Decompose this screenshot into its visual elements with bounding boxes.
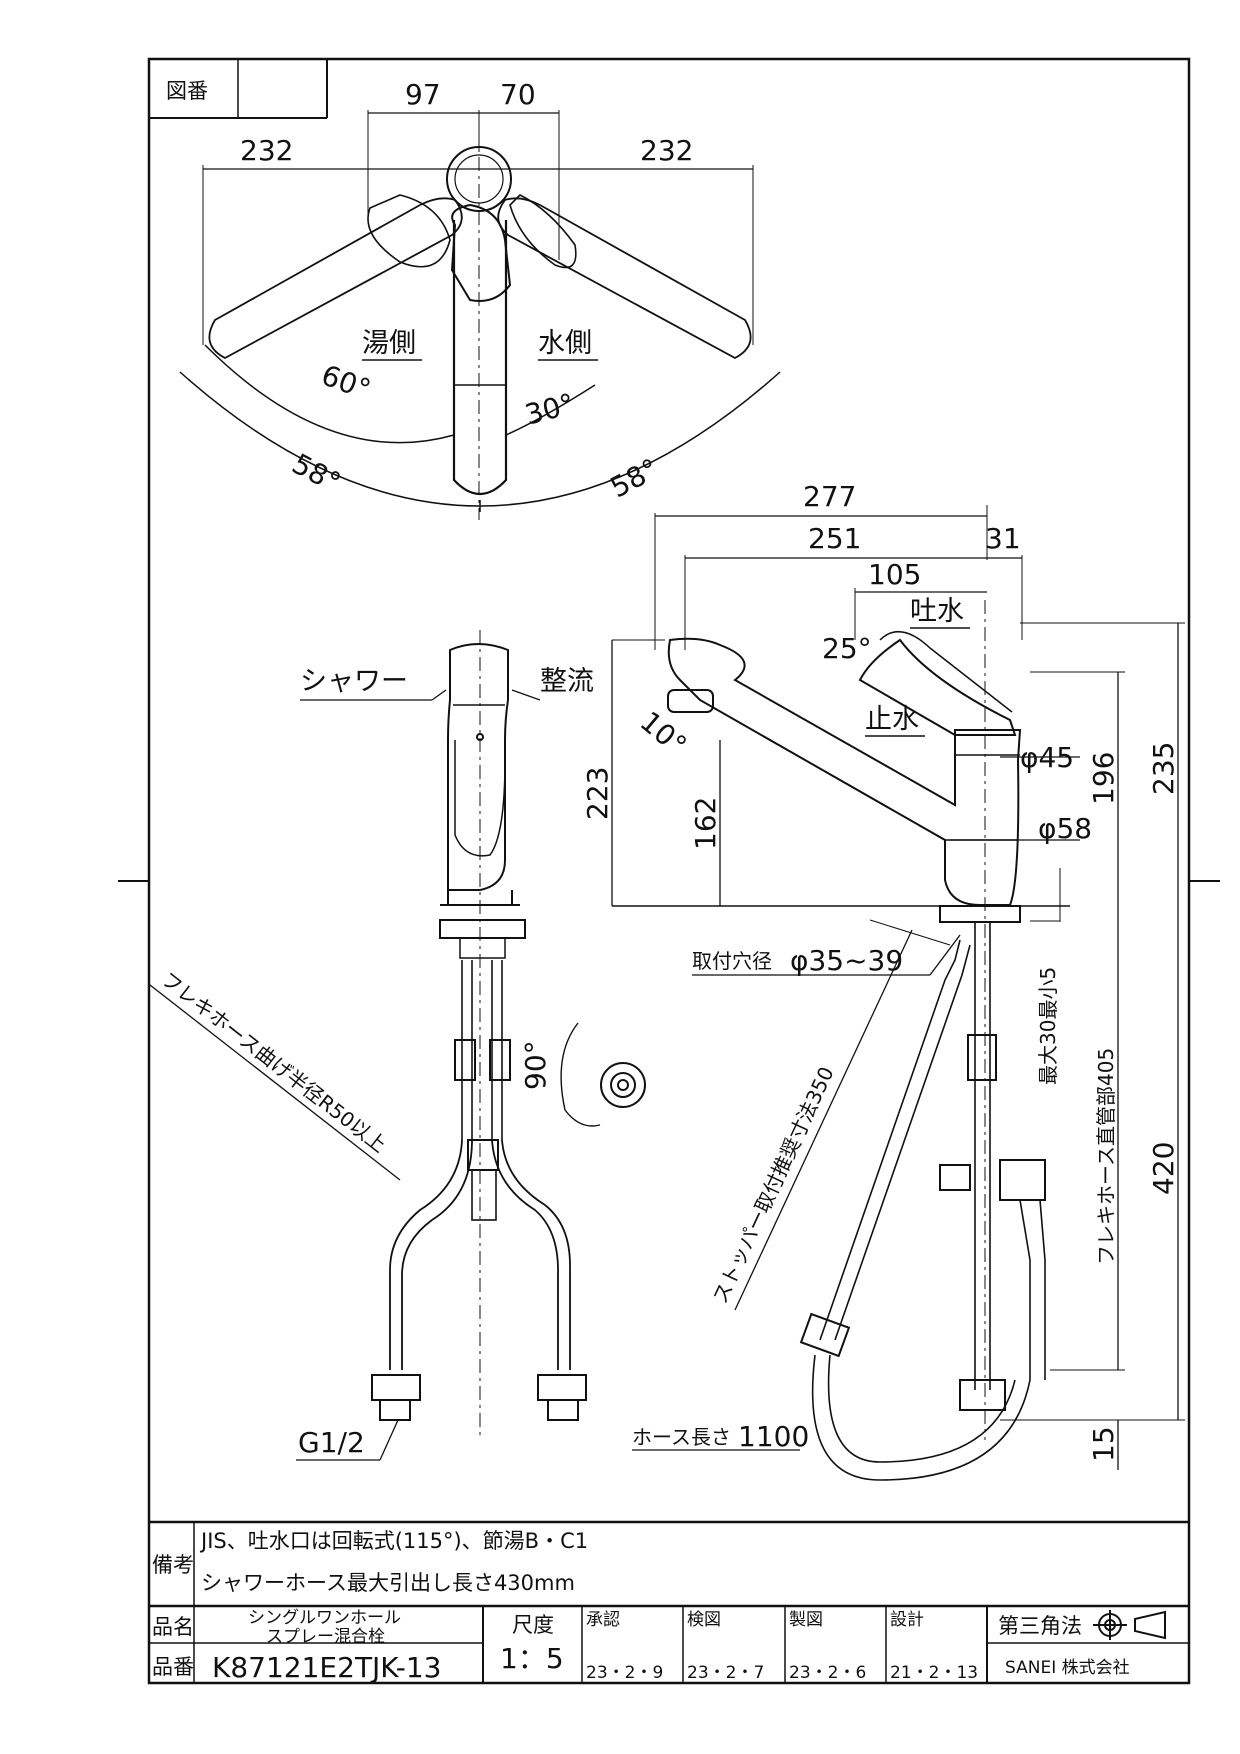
shonin-date: 23・2・9 [586,1663,663,1683]
flex-straight-405: フレキホース直管部405 [1094,1048,1118,1265]
label-tosui: 吐水 [910,596,964,627]
angle-10: 10° [634,705,693,762]
biko-label: 備考 [152,1553,194,1577]
mount-hole-value: φ35~39 [790,944,903,977]
kenzu-date: 23・2・7 [687,1663,764,1683]
hose-length-label: ホース長さ [632,1425,731,1449]
hose-bend-radius: フレキホース曲げ半径R50以上 [157,967,391,1157]
dim-97: 97 [405,78,441,111]
biko-line2: シャワーホース最大引出し長さ430mm [201,1571,575,1595]
top-view [179,110,781,520]
mount-hole-label: 取付穴径 [692,949,772,973]
dim-162: 162 [689,797,722,850]
angle-60: 60° [317,358,375,406]
hose-length-value: 1100 [738,1420,809,1453]
dim-70: 70 [500,78,536,111]
front-view [149,630,646,1461]
dim-31: 31 [985,522,1021,555]
dia-45: φ45 [1020,741,1074,774]
dim-105: 105 [868,558,921,591]
company-name: SANEI 株式会社 [1005,1658,1130,1678]
dim-235: 235 [1147,742,1180,795]
dim-420: 420 [1147,1142,1180,1195]
seizu-date: 23・2・6 [789,1663,866,1683]
hinmei-label: 品名 [152,1615,194,1639]
stopper-dim-350: ストッパー取付推奨寸法350 [708,1063,839,1307]
angle-25: 25° [822,632,872,665]
angle-90: 90° [519,1040,552,1090]
shakudo-label: 尺度 [512,1613,554,1637]
angle-30: 30° [522,387,578,432]
kenzu-label: 検図 [687,1610,721,1630]
label-shisui: 止水 [865,704,919,735]
label-cold-side: 水側 [538,328,592,359]
label-seiryu: 整流 [540,666,594,697]
sekkei-date: 21・2・13 [890,1663,978,1683]
dia-58: φ58 [1038,812,1092,845]
label-hot-side: 湯側 [362,328,416,359]
dim-223: 223 [581,767,614,820]
dim-15: 15 [1087,1426,1120,1462]
hinban-label: 品番 [152,1655,194,1679]
dim-232-left: 232 [240,134,293,167]
shakudo-value: 1：5 [500,1642,564,1675]
side-view [611,505,1185,1481]
dim-232-right: 232 [640,134,693,167]
zuban-label: 図番 [166,79,208,103]
shonin-label: 承認 [586,1610,620,1630]
dim-196: 196 [1087,752,1120,805]
third-angle-projection-icon [1093,1610,1166,1640]
drawing-frame [118,57,1220,1685]
max30-min15: 最大30最小5 [1036,967,1060,1085]
hinmei-line2: スプレー混合栓 [266,1627,385,1647]
label-shower: シャワー [300,666,408,697]
dim-251: 251 [808,522,861,555]
title-block [149,1520,1189,1683]
dim-277: 277 [803,480,856,513]
hinmei-line1: シングルワンホール [248,1608,401,1628]
thread-g12: G1/2 [298,1426,365,1459]
biko-line1: JIS、吐水口は回転式(115°)、節湯B・C1 [199,1529,588,1553]
projection-label: 第三角法 [998,1614,1082,1638]
hinban-value: K87121E2TJK-13 [212,1651,441,1684]
sekkei-label: 設計 [890,1610,924,1630]
seizu-label: 製図 [789,1610,823,1630]
